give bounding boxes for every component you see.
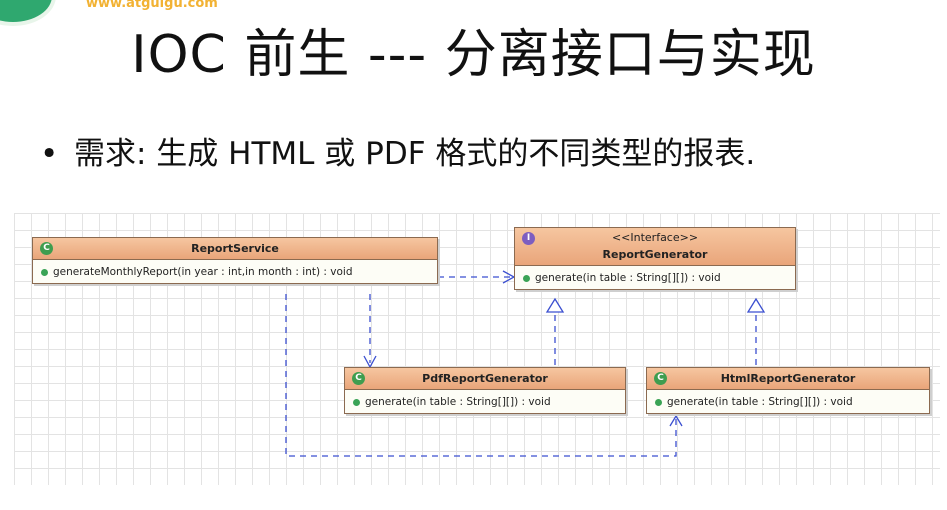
method-row: generate(in table : String[][]) : void: [345, 390, 625, 413]
arrowhead-html: [669, 414, 683, 427]
slide-title: IOC 前生 --- 分离接口与实现: [131, 25, 816, 85]
interface-report-generator: I <<Interface>> ReportGenerator generate…: [514, 227, 796, 290]
public-method-icon: [523, 274, 530, 282]
stereotype-label: <<Interface>>: [611, 231, 699, 244]
method-signature: generate(in table : String[][]) : void: [535, 272, 721, 284]
dependency-wires: [285, 270, 766, 457]
public-method-icon: [41, 268, 48, 276]
public-method-icon: [353, 398, 360, 406]
class-icon: C: [352, 372, 365, 385]
class-header: C HtmlReportGenerator: [647, 368, 929, 390]
class-report-service: C ReportService generateMonthlyReport(in…: [32, 237, 438, 284]
requirement-bullet: • 需求: 生成 HTML 或 PDF 格式的不同类型的报表.: [40, 128, 755, 173]
class-name: ReportGenerator: [602, 248, 708, 261]
inheritance-triangle-pdf: [545, 297, 565, 313]
method-signature: generate(in table : String[][]) : void: [667, 396, 853, 408]
class-icon: C: [40, 242, 53, 255]
method-row: generateMonthlyReport(in year : int,in m…: [33, 260, 437, 283]
class-icon: C: [654, 372, 667, 385]
method-signature: generateMonthlyReport(in year : int,in m…: [53, 266, 353, 278]
public-method-icon: [655, 398, 662, 406]
bullet-icon: •: [40, 136, 59, 172]
method-row: generate(in table : String[][]) : void: [515, 266, 795, 289]
logo-url-text: www.atguigu.com: [86, 0, 218, 11]
class-header: C ReportService: [33, 238, 437, 260]
class-header: C PdfReportGenerator: [345, 368, 625, 390]
interface-icon: I: [522, 232, 535, 245]
dependency-service-to-html: [285, 294, 677, 457]
class-name: ReportService: [191, 242, 279, 255]
inheritance-triangle-html: [746, 297, 766, 313]
class-header: I <<Interface>> ReportGenerator: [515, 228, 795, 266]
uml-class-diagram: C ReportService generateMonthlyReport(in…: [14, 213, 940, 485]
class-pdf-report-generator: C PdfReportGenerator generate(in table :…: [344, 367, 626, 414]
method-signature: generate(in table : String[][]) : void: [365, 396, 551, 408]
class-name: PdfReportGenerator: [422, 372, 548, 385]
class-html-report-generator: C HtmlReportGenerator generate(in table …: [646, 367, 930, 414]
requirement-text: 需求: 生成 HTML 或 PDF 格式的不同类型的报表.: [74, 136, 756, 172]
method-row: generate(in table : String[][]) : void: [647, 390, 929, 413]
class-name: HtmlReportGenerator: [720, 372, 856, 385]
